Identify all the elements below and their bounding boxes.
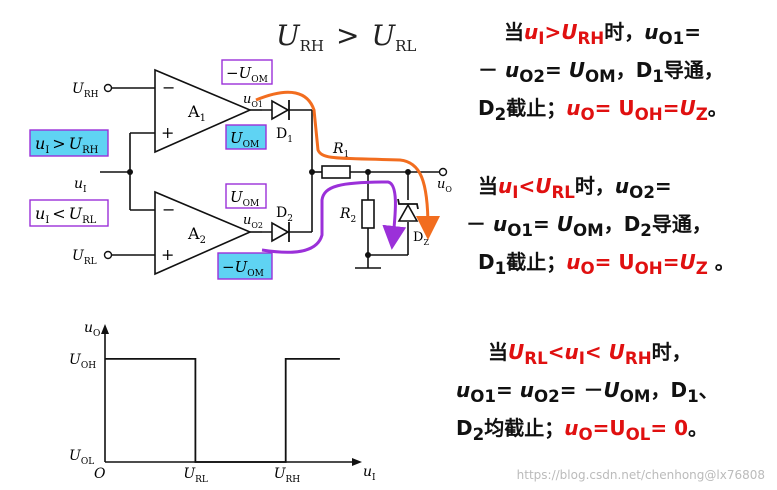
y-tick-label-0: UOH: [69, 352, 96, 371]
out2-pos-box: UOM: [225, 183, 267, 209]
svg-text:−UOM: −UOM: [226, 64, 268, 85]
diode-d1: [271, 99, 290, 121]
transfer-chart: uO uI O URL URH UOH UOL: [69, 320, 376, 485]
path-high-arrow: [255, 90, 440, 240]
wires: [100, 87, 440, 269]
svg-text:UOM: UOM: [230, 188, 259, 209]
terminal-urh: [103, 83, 113, 93]
url-label: URL: [72, 248, 97, 267]
series-line: [105, 358, 340, 463]
caption3-line1: 当URL<uI< URH时，: [488, 340, 692, 368]
input-label: uI: [74, 176, 87, 195]
svg-text:UOM: UOM: [230, 129, 259, 150]
watermark: https://blog.csdn.net/chenhong@lx76808: [516, 468, 765, 482]
out1-label: uO1: [243, 92, 263, 109]
output-label: uO: [437, 177, 452, 194]
resistor-r1: [321, 165, 351, 179]
r1-label: R1: [332, 141, 349, 160]
caption1-line1: 当uI>URH时，uO1=: [504, 20, 701, 48]
junction-diodes: [309, 169, 315, 175]
opamp2-minus: −: [162, 200, 175, 219]
caption3-line2: uO1= uO2= －UOM，D1、: [456, 378, 719, 406]
out2-label: uO2: [243, 213, 263, 230]
diode1-label: D1: [276, 126, 293, 145]
y-axis-arrow: [101, 324, 109, 334]
caption2-line1: 当uI<URL时，uO2=: [478, 174, 672, 202]
path-low-arrow: [261, 180, 407, 254]
opamp-a1: [154, 68, 253, 154]
svg-text:uI>URH: uI>URH: [35, 134, 99, 156]
opamp1-label: A1: [187, 102, 206, 124]
headline-op: >: [336, 19, 359, 52]
x-axis-arrow: [352, 458, 362, 466]
svg-text:−UOM: −UOM: [222, 258, 264, 279]
cond-high-box: uI>URH: [29, 129, 109, 157]
cond-low-box: uI<URL: [29, 199, 109, 227]
caption3-line3: D2均截止；uO=UOL= 0。: [456, 416, 709, 444]
headline: URH>URL: [276, 19, 416, 55]
headline-rhs: U: [371, 19, 396, 52]
opamp1-minus: −: [162, 78, 175, 97]
caption1-line2: － uO2= UOM，D1导通，: [478, 58, 724, 86]
y-tick-label-1: UOL: [69, 448, 94, 467]
junction-input: [127, 169, 133, 175]
diode-d2: [271, 221, 290, 243]
x-tick-label-1: URH: [274, 466, 301, 485]
chart-origin: O: [94, 466, 106, 482]
headline-rhs-sub: RL: [395, 37, 416, 55]
junction-ground: [365, 252, 371, 258]
caption1-line3: D2截止；uO= UOH=UZ。: [478, 96, 728, 124]
opamp2-plus: +: [161, 245, 174, 264]
out1-pos-box: UOM: [225, 124, 267, 150]
headline-lhs-sub: RH: [300, 37, 324, 55]
terminal-url: [103, 250, 113, 260]
zener-diode: [397, 198, 419, 222]
urh-label: URH: [72, 81, 99, 100]
x-tick-label-0: URL: [183, 466, 208, 485]
headline-lhs: U: [276, 19, 301, 52]
zener-label: DZ: [413, 230, 429, 247]
opamp2-label: A2: [187, 224, 206, 246]
junction-r2-top: [365, 169, 371, 175]
r2-label: R2: [339, 206, 356, 225]
junction-zener-top: [405, 169, 411, 175]
y-axis-label: uO: [84, 320, 100, 339]
out1-neg-box: −UOM: [221, 59, 273, 85]
svg-text:uI<URL: uI<URL: [35, 204, 97, 226]
caption2-line3: D1截止；uO= UOH=UZ 。: [478, 250, 735, 278]
terminal-output: [438, 167, 448, 177]
x-axis-label: uI: [363, 464, 376, 483]
caption2-line2: － uO1= UOM，D2导通，: [466, 212, 712, 240]
opamp-a2: [154, 190, 253, 276]
out2-neg-box: −UOM: [217, 252, 273, 280]
resistor-r2: [361, 199, 375, 229]
opamp1-plus: +: [161, 123, 174, 142]
svg-text:URH>URL: URH>URL: [276, 19, 416, 55]
diode2-label: D2: [276, 205, 293, 224]
